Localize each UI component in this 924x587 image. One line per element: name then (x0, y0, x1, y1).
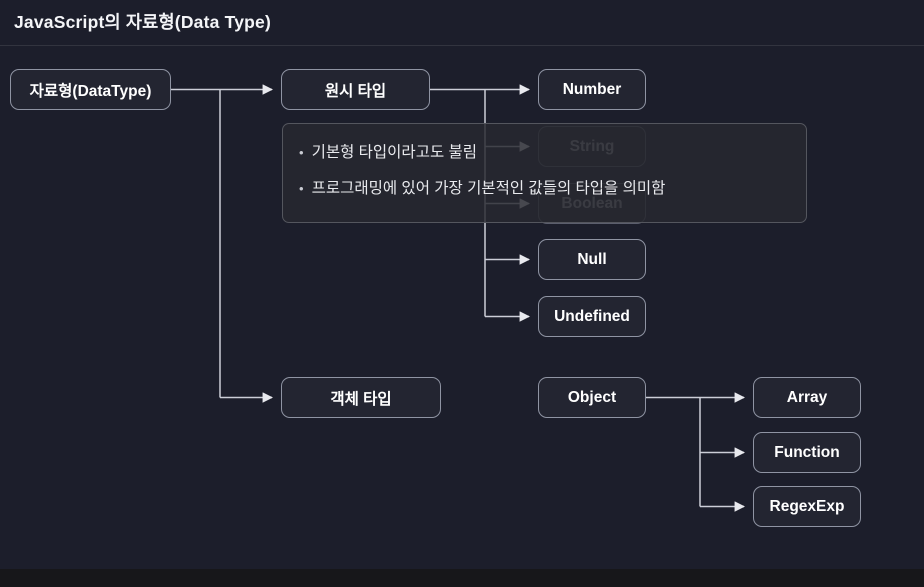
bullet-icon: • (299, 145, 304, 160)
note-line: • 기본형 타입이라고도 불림 (299, 141, 788, 165)
node-null: Null (538, 239, 646, 280)
note-text-1: 기본형 타입이라고도 불림 (311, 144, 478, 161)
node-regexexp: RegexExp (753, 486, 861, 527)
bottom-strip (0, 569, 924, 587)
note-text-2: 프로그래밍에 있어 가장 기본적인 값들의 타입을 의미함 (311, 180, 666, 197)
node-undefined: Undefined (538, 296, 646, 337)
note-line: • 프로그래밍에 있어 가장 기본적인 값들의 타입을 의미함 (299, 177, 788, 201)
page-title: JavaScript의 자료형(Data Type) (14, 12, 271, 32)
node-datatype-root: 자료형(DataType) (10, 69, 171, 110)
primitive-note-overlay: • 기본형 타입이라고도 불림 • 프로그래밍에 있어 가장 기본적인 값들의 … (282, 123, 807, 223)
node-number: Number (538, 69, 646, 110)
bullet-icon: • (299, 181, 304, 196)
node-array: Array (753, 377, 861, 418)
node-function: Function (753, 432, 861, 473)
node-object: Object (538, 377, 646, 418)
title-divider (0, 45, 924, 46)
node-object-type: 객체 타입 (281, 377, 441, 418)
node-primitive-type: 원시 타입 (281, 69, 430, 110)
